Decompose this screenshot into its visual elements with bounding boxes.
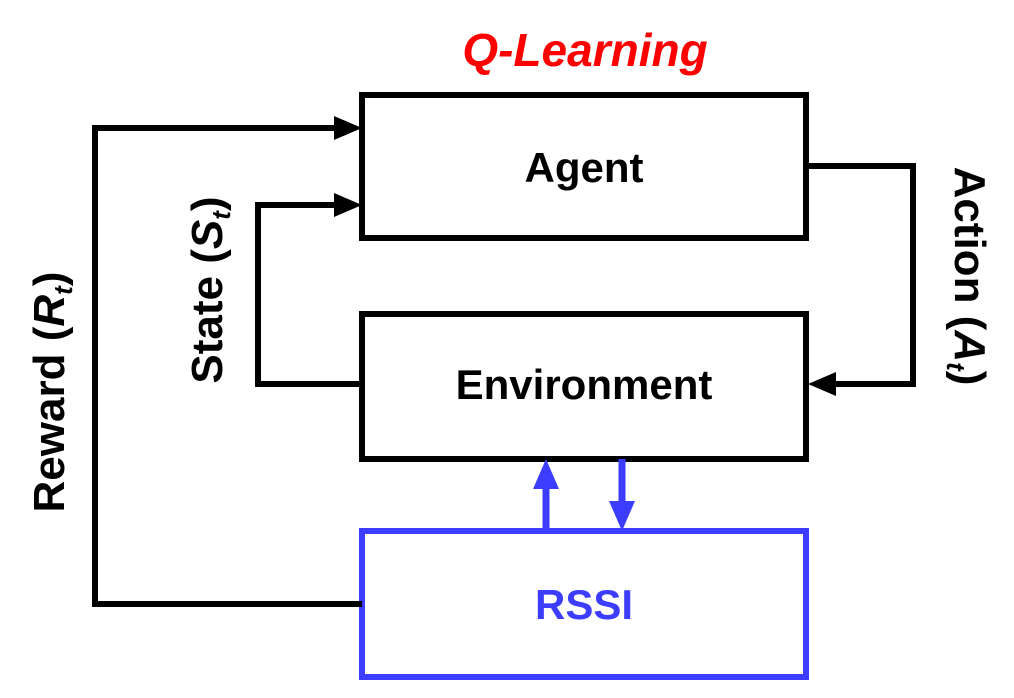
- state-arrow: [255, 202, 362, 387]
- state-label: State (St): [183, 196, 236, 383]
- rssi-to-environment-arrowhead: [533, 459, 559, 489]
- environment-label: Environment: [456, 361, 713, 408]
- action-arrowhead: [808, 372, 836, 396]
- state-arrowhead: [334, 193, 362, 217]
- diagram-title: Q-Learning: [462, 24, 707, 76]
- action-label: Action (At): [941, 167, 994, 386]
- environment-to-rssi-arrowhead: [609, 501, 635, 531]
- agent-label: Agent: [525, 144, 644, 191]
- action-arrow: [806, 163, 916, 387]
- reward-label: Reward (Rt): [25, 272, 78, 513]
- reward-arrowhead: [334, 116, 362, 140]
- reward-arrow: [92, 125, 362, 607]
- rssi-label: RSSI: [535, 581, 633, 628]
